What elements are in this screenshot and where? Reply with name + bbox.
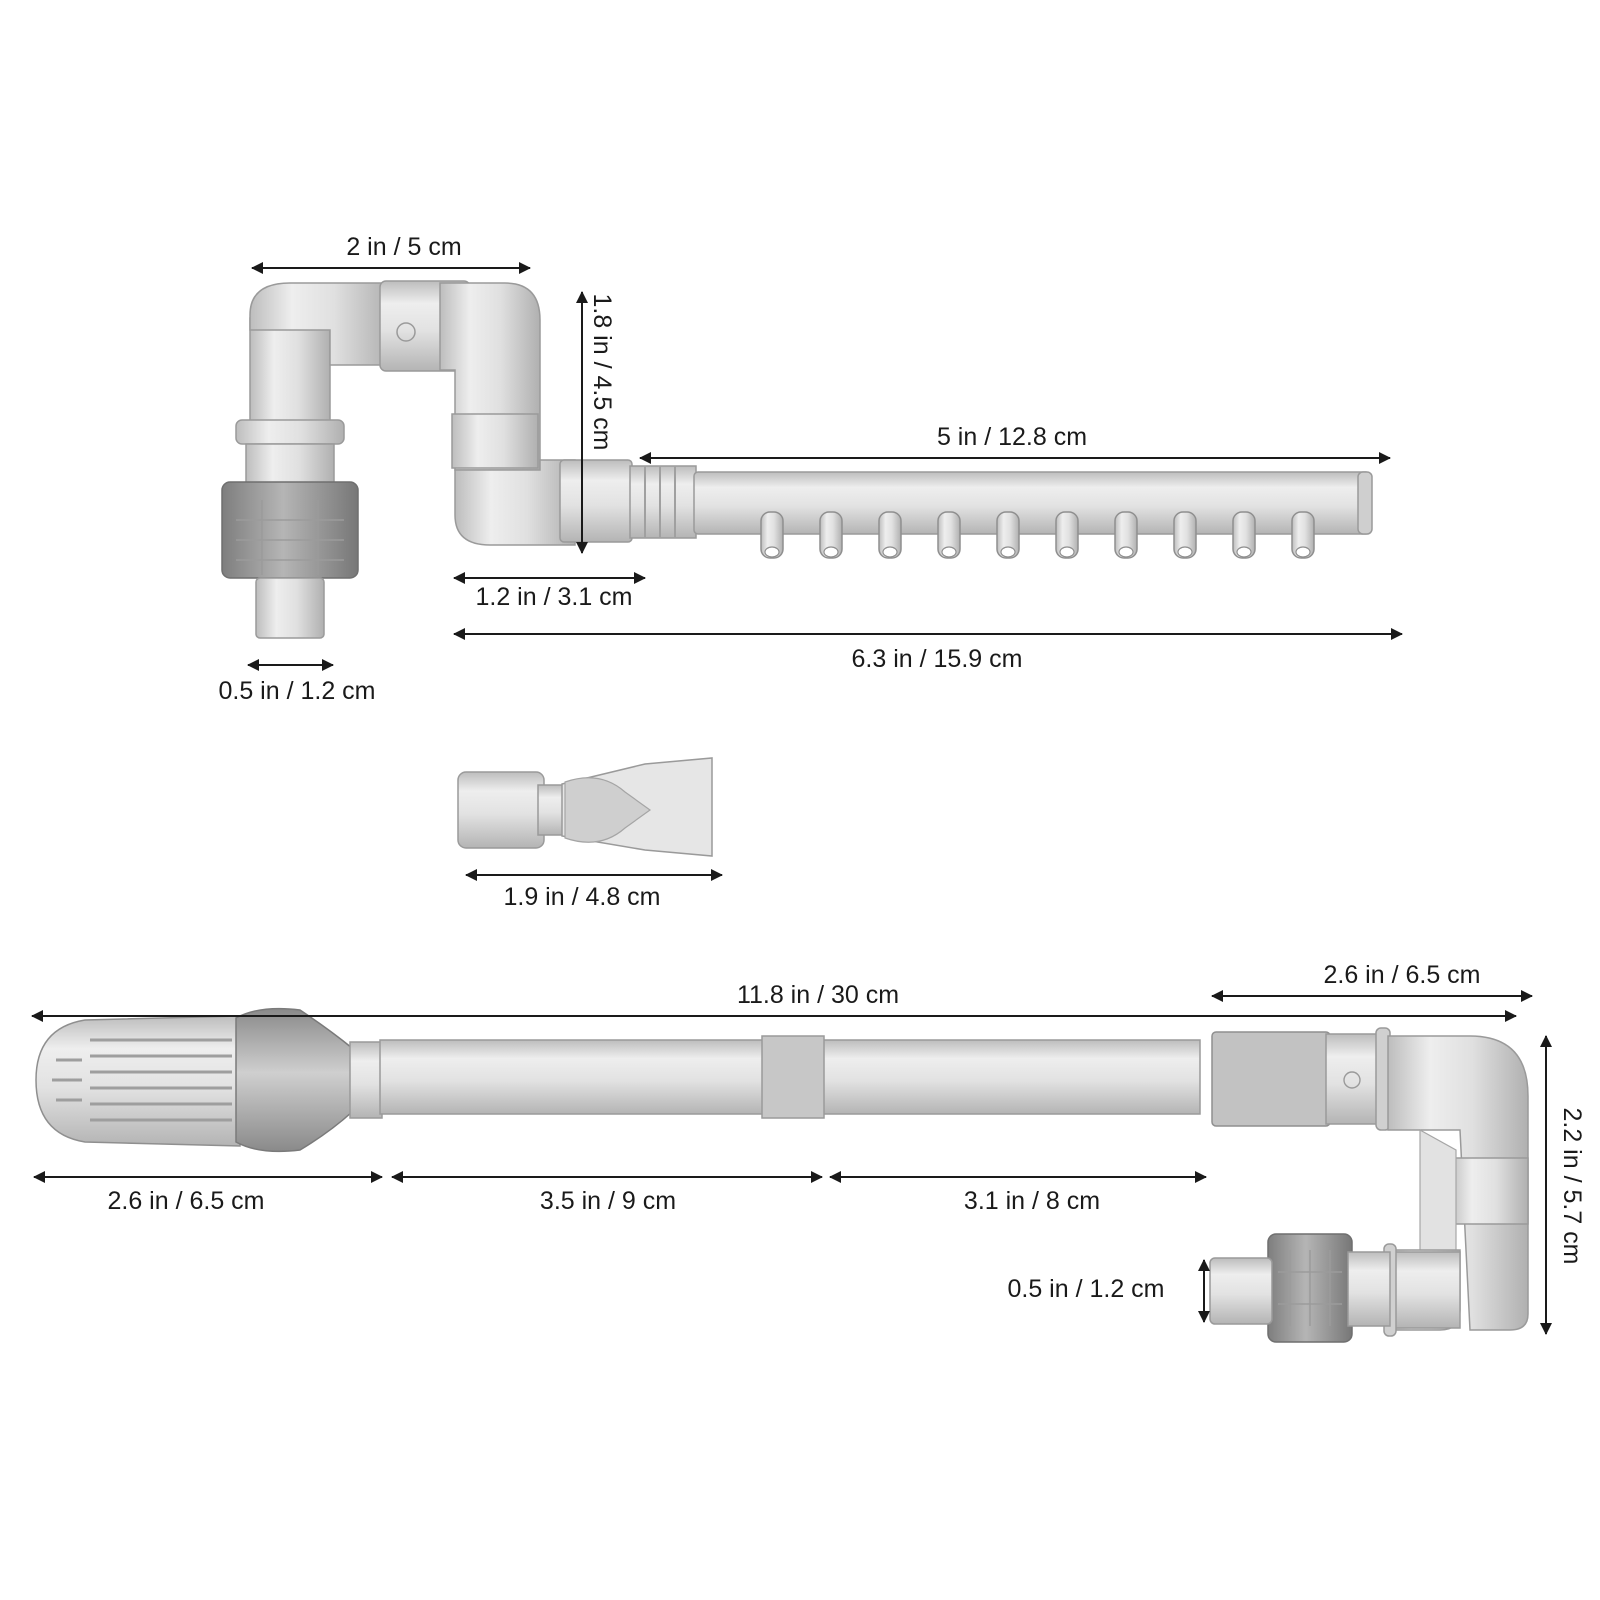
top-inlet-assembly	[221, 280, 1373, 639]
label-tube-segment-1: 3.5 in / 9 cm	[539, 1187, 677, 1215]
label-top-total-length: 6.3 in / 15.9 cm	[851, 645, 1023, 673]
label-bottom-total-length: 11.8 in / 30 cm	[736, 981, 900, 1009]
label-spray-bar-length: 5 in / 12.8 cm	[936, 423, 1088, 451]
label-bottom-elbow-height: 2.2 in / 5.7 cm	[1558, 1107, 1586, 1265]
label-nozzle-length: 1.9 in / 4.8 cm	[503, 883, 661, 911]
label-top-outlet-diameter: 0.5 in / 1.2 cm	[218, 677, 376, 705]
label-connector-length: 1.2 in / 3.1 cm	[475, 583, 633, 611]
label-tube-segment-2: 3.1 in / 8 cm	[963, 1187, 1101, 1215]
label-top-elbow-height: 1.8 in / 4.5 cm	[588, 293, 616, 451]
duckbill-nozzle	[457, 757, 713, 857]
label-strainer-length: 2.6 in / 6.5 cm	[107, 1187, 265, 1215]
dimension-arrows	[31, 262, 1552, 1335]
bottom-intake-assembly	[35, 1007, 1529, 1343]
label-top-elbow-width: 2 in / 5 cm	[346, 233, 462, 261]
label-bottom-elbow-width: 2.6 in / 6.5 cm	[1323, 961, 1481, 989]
label-bottom-inlet-diameter: 0.5 in / 1.2 cm	[1007, 1275, 1165, 1303]
